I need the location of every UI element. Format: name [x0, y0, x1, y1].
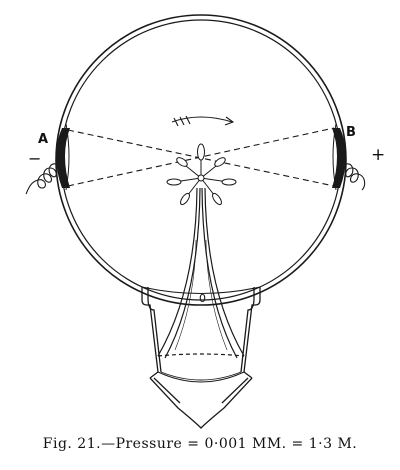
radiometer-vanes [166, 143, 237, 206]
electrode-a [56, 123, 70, 191]
label-electrode-a: A [38, 132, 48, 147]
label-terminal-minus: − [28, 149, 41, 168]
lead-wire-right [343, 163, 366, 191]
label-terminal-plus: + [371, 145, 385, 165]
tube-neck [141, 287, 261, 429]
internal-stem [157, 187, 245, 359]
lead-wire-left [25, 163, 59, 195]
label-electrode-b: B [346, 125, 356, 140]
label-stem-zero: 0 [199, 292, 206, 305]
electrode-b [332, 123, 346, 191]
figure-caption: Fig. 21.—Pressure = 0·001 MM. = 1·3 M. [42, 436, 358, 452]
bulb-base-line [141, 286, 261, 294]
rotation-arrow [171, 115, 235, 127]
